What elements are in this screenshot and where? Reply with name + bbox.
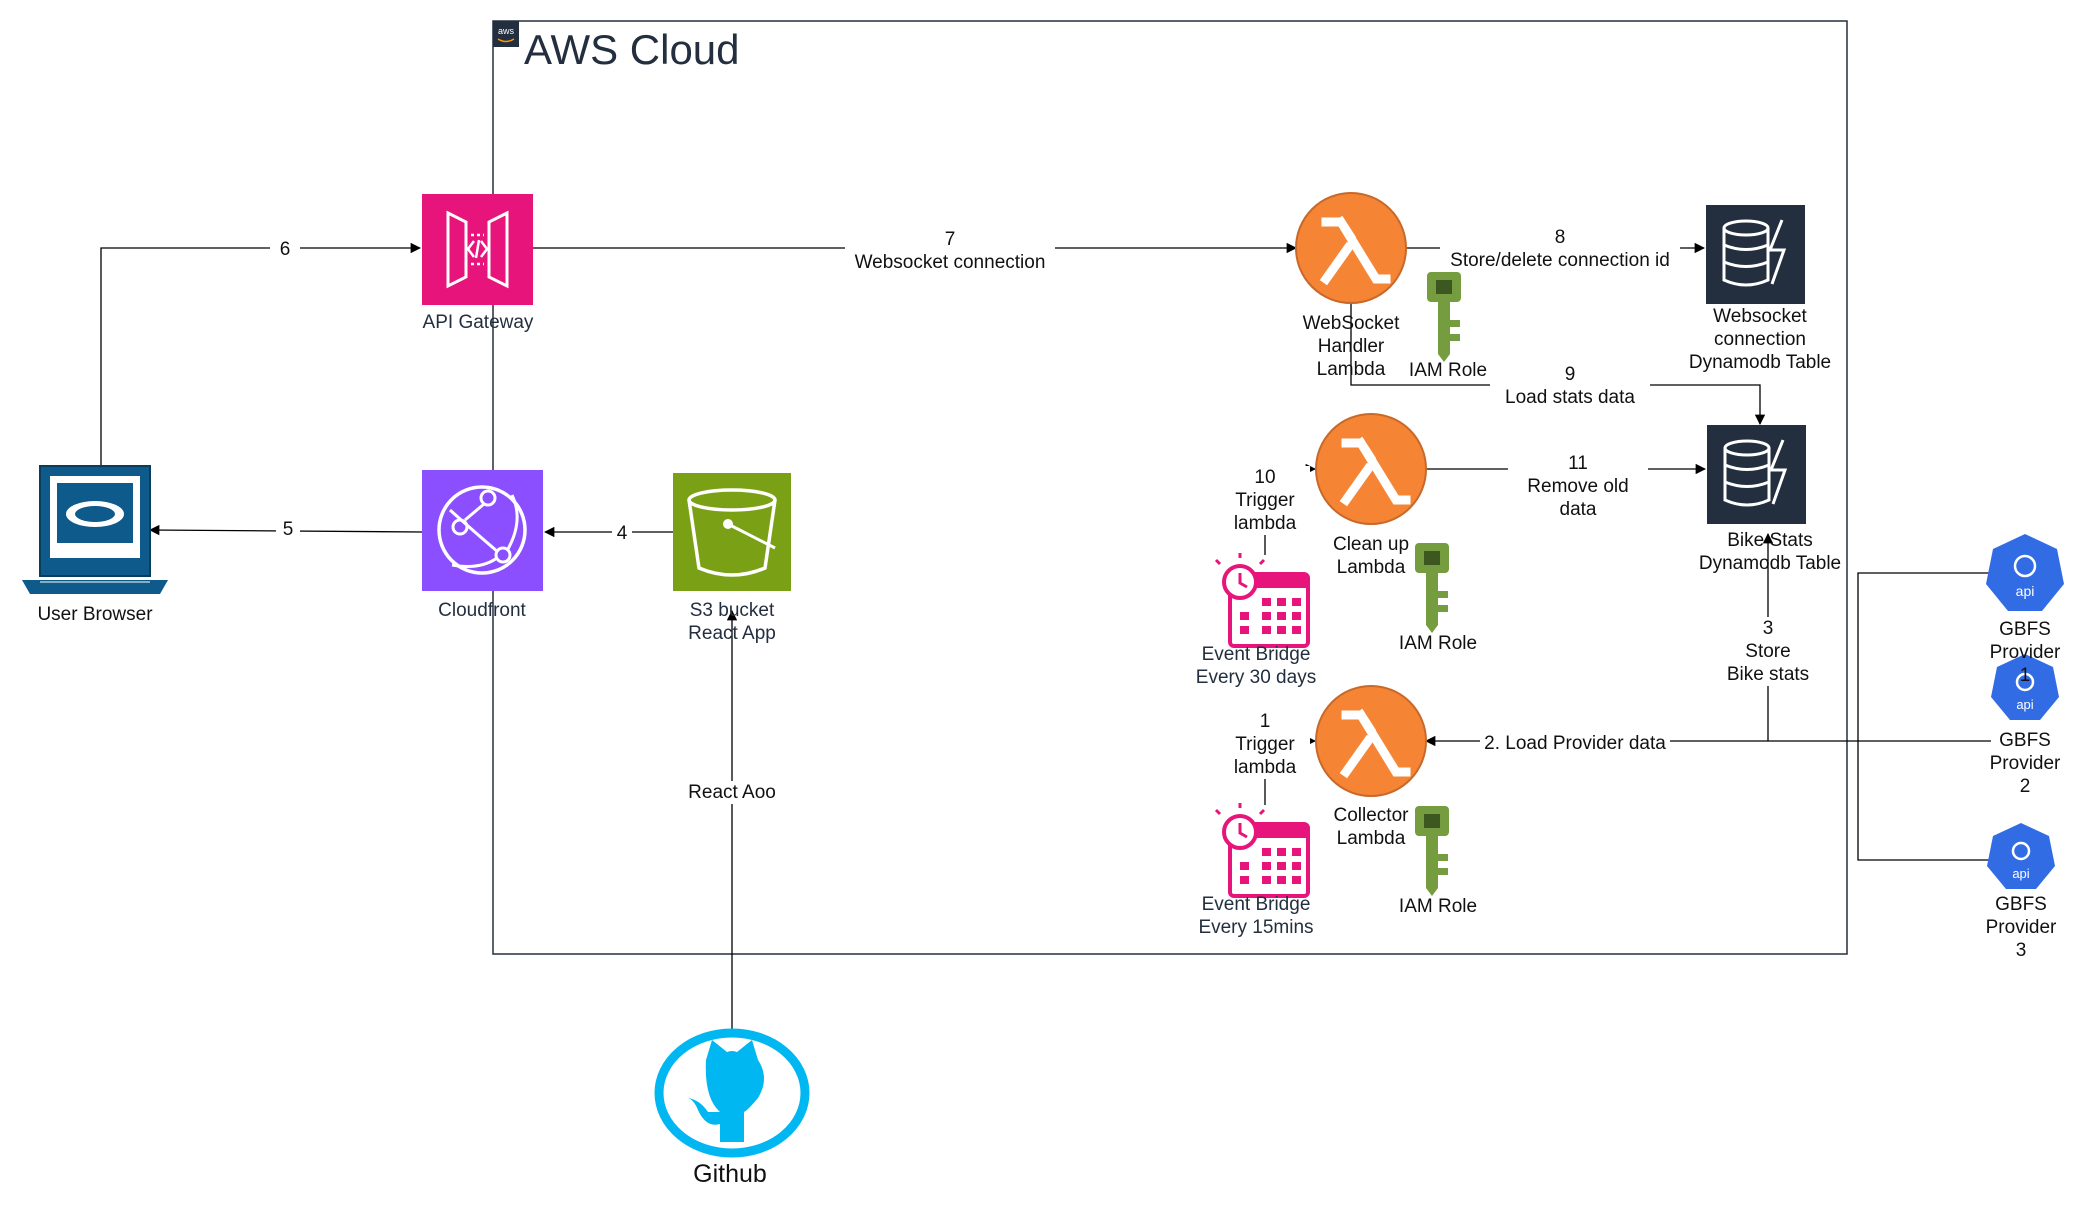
user-browser-label: User Browser — [37, 604, 153, 625]
gbfs-provider-2-label: GBFS Provider 2 — [1989, 730, 2061, 797]
cleanup-lambda-label: Clean up Lambda — [1332, 534, 1410, 578]
gbfs-provider-3-api-icon[interactable]: api — [1987, 823, 2055, 889]
api-badge-text: api — [2012, 866, 2029, 881]
iam-role-key-icon[interactable] — [1427, 272, 1461, 362]
dynamodb-table-icon[interactable] — [1706, 205, 1805, 304]
s3-label: S3 bucket React App — [688, 600, 776, 644]
aws-logo-icon: aws — [493, 21, 519, 47]
eventbridge-scheduler-icon[interactable] — [1214, 803, 1310, 898]
edge-6 — [100, 242, 422, 465]
gbfs-provider-2-api-icon[interactable]: api — [1991, 654, 2059, 720]
cleanup-lambda-icon[interactable] — [1315, 413, 1427, 525]
edge-3-label: 3 Store Bike stats — [1713, 617, 1823, 686]
edge-8-label: 8 Store/delete connection id — [1440, 226, 1680, 272]
ws-iam-role-label: IAM Role — [1408, 360, 1488, 381]
github-icon[interactable] — [654, 1028, 810, 1158]
eventbridge-30days-label: Event Bridge Every 30 days — [1195, 644, 1317, 688]
cleanup-iam-role-label: IAM Role — [1398, 633, 1478, 654]
websocket-table-label: Websocket connection Dynamodb Table — [1688, 306, 1832, 373]
cloudfront-label: Cloudfront — [438, 600, 526, 621]
api-badge-text: api — [2016, 697, 2033, 712]
gbfs-provider-1-label: GBFS Provider 1 — [1989, 619, 2061, 686]
gbfs-provider-1-api-icon[interactable]: api — [1986, 534, 2064, 611]
user-browser-icon[interactable] — [22, 465, 168, 594]
eventbridge-15mins-label: Event Bridge Every 15mins — [1198, 894, 1314, 938]
edge-11-label: 11 Remove old data — [1508, 452, 1648, 521]
aws-cloud-title: AWS Cloud — [524, 26, 740, 73]
aws-badge-text: aws — [498, 26, 515, 36]
provider-bracket — [1857, 572, 1991, 861]
iam-role-key-icon[interactable] — [1415, 806, 1449, 896]
react-app-edge-label: React Aoo — [672, 781, 792, 804]
dynamodb-table-icon[interactable] — [1707, 425, 1806, 524]
api-gateway-label: API Gateway — [422, 312, 534, 333]
collector-lambda-icon[interactable] — [1315, 685, 1427, 797]
edge-4-label: 4 — [612, 522, 632, 545]
collector-lambda-label: Collector Lambda — [1333, 805, 1409, 849]
github-label: Github — [693, 1160, 767, 1188]
edge-9-label: 9 Load stats data — [1490, 363, 1650, 409]
s3-bucket-icon[interactable] — [673, 473, 791, 591]
cloudfront-icon[interactable] — [422, 470, 543, 591]
api-badge-text: api — [2016, 583, 2035, 599]
collector-iam-role-label: IAM Role — [1398, 896, 1478, 917]
edge-1-label: 1 Trigger lambda — [1220, 710, 1310, 779]
bike-stats-table-label: Bike Stats Dynamodb Table — [1698, 530, 1842, 574]
edge-7-label: 7 Websocket connection — [845, 228, 1055, 274]
eventbridge-scheduler-icon[interactable] — [1214, 553, 1310, 648]
websocket-lambda-icon[interactable] — [1295, 192, 1407, 304]
edge-2-label: 2. Load Provider data — [1480, 732, 1670, 755]
edge-6-label: 6 — [270, 238, 300, 261]
iam-role-key-icon[interactable] — [1415, 543, 1449, 633]
websocket-lambda-label: WebSocket Handler Lambda — [1302, 313, 1400, 380]
edge-10-label: 10 Trigger lambda — [1220, 466, 1310, 535]
gbfs-provider-3-label: GBFS Provider 3 — [1985, 894, 2057, 961]
api-gateway-icon[interactable] — [422, 194, 533, 305]
edge-5-label: 5 — [276, 518, 300, 541]
